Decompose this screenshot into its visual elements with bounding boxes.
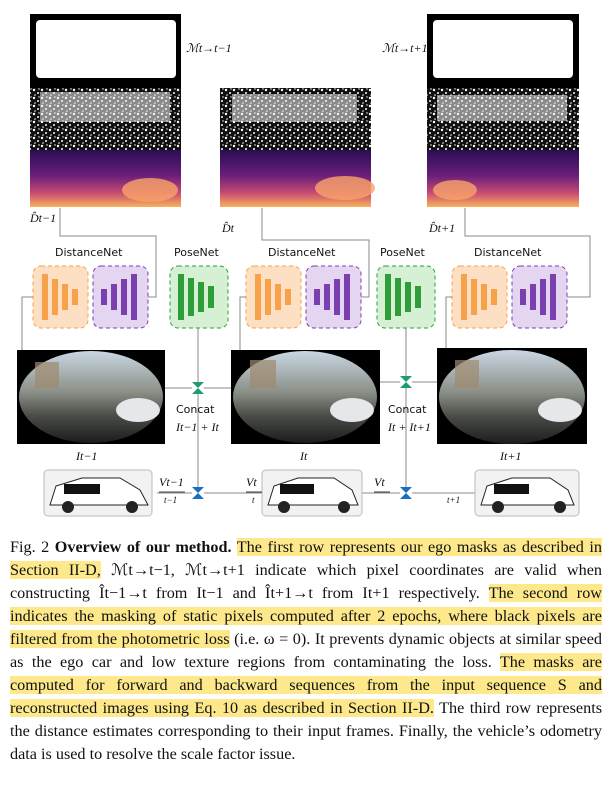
velocity-valve-2 <box>400 487 412 499</box>
posenet-1 <box>169 265 229 329</box>
concat-label-1: Concat <box>176 403 215 416</box>
valve-icon <box>400 487 412 499</box>
valve-icon <box>192 487 204 499</box>
dt-label-t: t <box>252 495 255 505</box>
ego-mask-white-region <box>36 20 176 78</box>
depth-label-t-plus-1: D̂t+1 <box>428 221 455 235</box>
distancenet-encoder-2 <box>245 265 302 329</box>
net-label-distancenet-1: DistanceNet <box>55 246 123 259</box>
column-t-plus-1: D̂t+1 <box>427 14 579 235</box>
mask-label-backward: ℳt→t−1 <box>186 41 232 55</box>
distancenet-encoder-1 <box>32 265 89 329</box>
mask-label-forward: ℳt→t+1 <box>382 41 428 55</box>
frame-t <box>231 350 380 444</box>
frame-t-minus-1 <box>17 350 165 444</box>
figure-number: Fig. 2 <box>10 538 50 556</box>
velocity-valve-1 <box>192 487 204 499</box>
distancenet-decoder-2 <box>305 265 362 329</box>
column-t-minus-1: D̂t−1 <box>29 14 181 225</box>
dt-label-t-2: t+1 <box>447 495 460 505</box>
method-overview-figure: D̂t−1 D̂t D̂t+1 ℳt→t−1 ℳt→t+1 DistanceNe… <box>17 14 591 517</box>
concat-label-2: Concat <box>388 403 427 416</box>
distancenet-decoder-1 <box>92 265 149 329</box>
odometry-row: Vt−1 t−1 Vt t Vt t+1 <box>43 469 580 517</box>
concat-terms-2: It + It+1 <box>387 420 431 434</box>
networks-row: DistanceNet PoseNet DistanceNet PoseNet … <box>32 246 568 329</box>
frame-label-t: It <box>299 449 308 463</box>
figure-title: Overview of our method. <box>54 538 232 556</box>
caption-ego-mask-symbols: ℳt→t−1, ℳt→t+1 <box>100 561 245 579</box>
velocity-label-t: Vt <box>246 475 257 489</box>
car-icon <box>261 469 363 517</box>
net-label-posenet-1: PoseNet <box>174 246 219 259</box>
distancenet-decoder-3 <box>511 265 568 329</box>
connector-lines <box>21 208 591 494</box>
concat-2: Concat It + It+1 <box>387 376 431 434</box>
velocity-label-t-minus-1: Vt−1 <box>159 475 184 489</box>
net-label-posenet-2: PoseNet <box>380 246 425 259</box>
net-label-distancenet-2: DistanceNet <box>268 246 336 259</box>
frame-t-plus-1 <box>437 348 587 444</box>
depth-label-t-minus-1: D̂t−1 <box>29 211 56 225</box>
distancenet-encoder-3 <box>451 265 508 329</box>
dt-label-t-minus-1: t−1 <box>164 495 177 505</box>
caption-sentence-4: The third row represents the distance es… <box>10 699 602 763</box>
depth-label-t: D̂t <box>221 221 235 235</box>
frame-label-t-plus-1: It+1 <box>499 449 521 463</box>
net-label-distancenet-3: DistanceNet <box>474 246 542 259</box>
valve-icon <box>192 382 204 394</box>
figure-caption: Fig. 2 Overview of our method. The first… <box>10 536 603 766</box>
car-icon <box>43 469 153 517</box>
car-icon <box>474 469 580 517</box>
valve-icon <box>400 376 412 388</box>
posenet-2 <box>376 265 436 329</box>
caption-sentence-2-rest: (i.e. ω = 0). It prevents dynamic object… <box>10 630 603 671</box>
velocity-label-t-2: Vt <box>374 475 385 489</box>
input-frames-row: It−1 It It+1 <box>17 348 587 463</box>
column-t: D̂t <box>220 88 375 235</box>
caption-sentence-1-rest: indicate which pixel coordinates are val… <box>10 561 602 602</box>
concat-terms-1: It−1 + It <box>175 420 220 434</box>
concat-1: Concat It−1 + It <box>175 382 220 434</box>
frame-label-t-minus-1: It−1 <box>75 449 97 463</box>
